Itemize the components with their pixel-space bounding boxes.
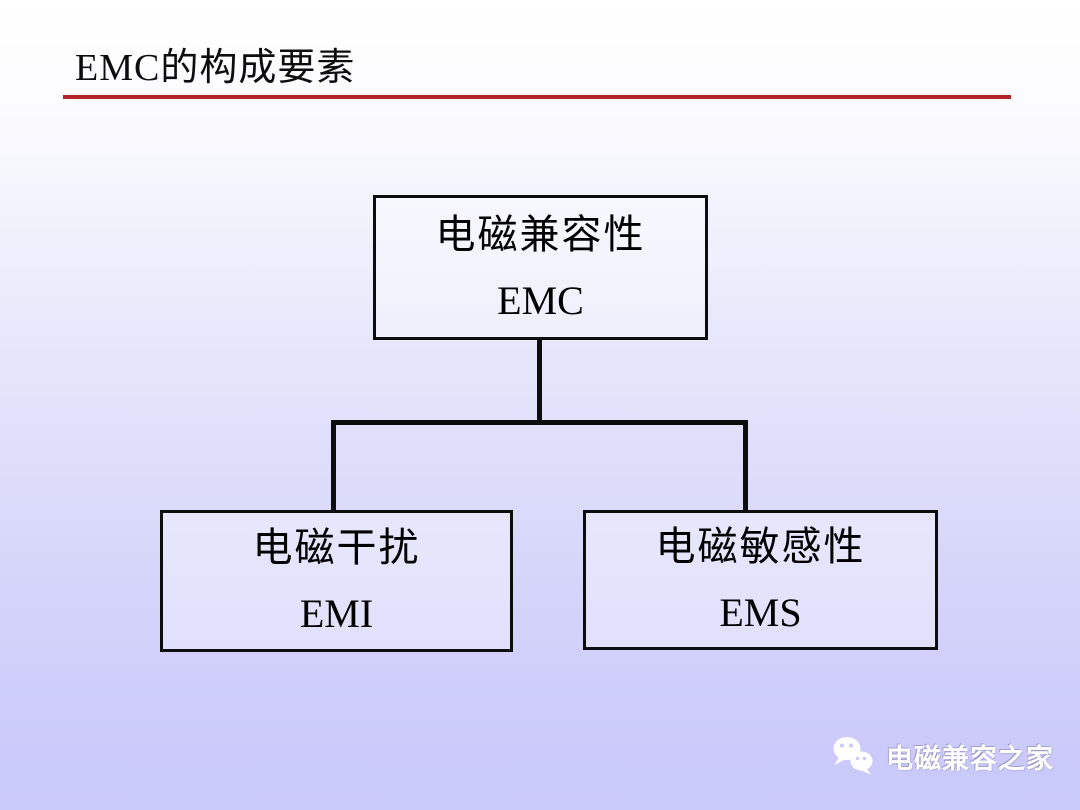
connector-right-drop — [743, 420, 748, 512]
diagram-node-emi: 电磁干扰 EMI — [160, 510, 513, 652]
watermark-label: 电磁兼容之家 — [886, 743, 1054, 774]
diagram-node-ems: 电磁敏感性 EMS — [583, 510, 938, 650]
node-label-en: EMI — [299, 591, 374, 636]
node-label-cn: 电磁兼容性 — [435, 211, 646, 257]
page-title: EMC的构成要素 — [75, 47, 356, 89]
connector-root-stem — [537, 340, 542, 424]
node-label-cn: 电磁敏感性 — [655, 524, 866, 569]
watermark: 电磁兼容之家 — [830, 734, 1054, 778]
node-label-cn: 电磁干扰 — [252, 525, 421, 570]
connector-crossbar — [331, 420, 748, 425]
wechat-icon — [830, 734, 878, 778]
node-label-en: EMC — [497, 277, 584, 323]
node-label-en: EMS — [719, 590, 802, 635]
title-underline-rule — [63, 95, 1011, 99]
connector-left-drop — [331, 420, 336, 512]
diagram-node-emc: 电磁兼容性 EMC — [373, 195, 708, 340]
